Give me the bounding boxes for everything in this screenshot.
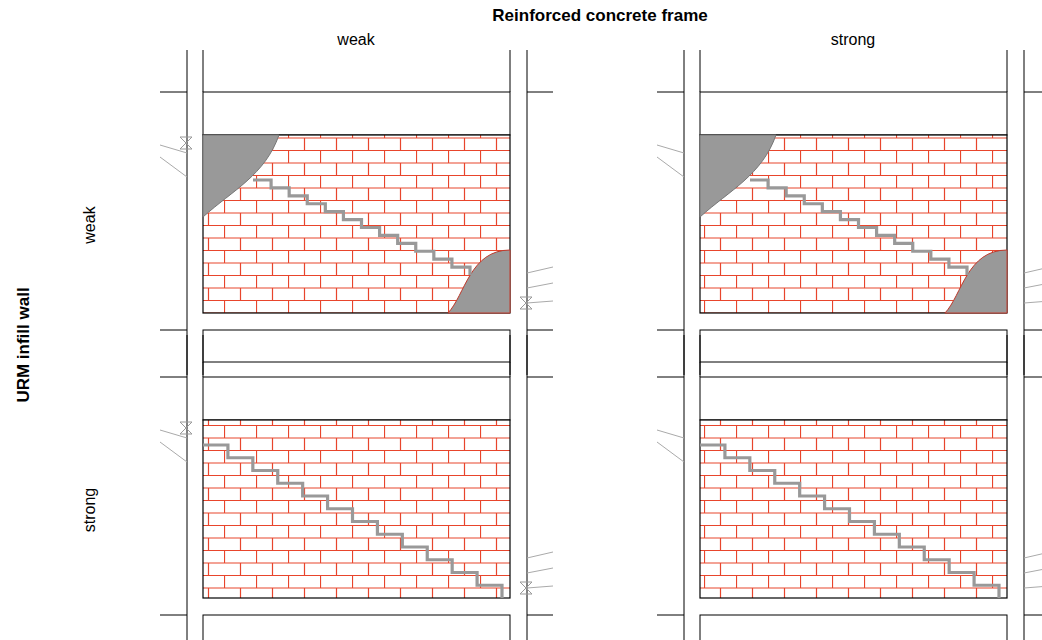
frame-line bbox=[1024, 586, 1042, 588]
frame-line bbox=[527, 552, 553, 558]
frame-line bbox=[510, 335, 511, 377]
shear-crack bbox=[750, 180, 967, 275]
beam bbox=[700, 615, 1007, 640]
beam bbox=[203, 615, 510, 640]
frame-line bbox=[527, 586, 553, 588]
row-heading: URM infill wall bbox=[14, 287, 34, 402]
frame-line bbox=[1007, 50, 1008, 92]
frame-line bbox=[1024, 92, 1042, 93]
frame-line bbox=[657, 157, 684, 177]
column-heading: Reinforced concrete frame bbox=[492, 6, 707, 26]
frame-line bbox=[657, 92, 684, 93]
crushed-corner bbox=[203, 135, 279, 217]
frame-line bbox=[1024, 50, 1025, 375]
infilled-frame bbox=[160, 50, 553, 375]
plastic-hinge bbox=[520, 582, 532, 594]
frame-line bbox=[657, 377, 684, 378]
frame-line bbox=[700, 50, 701, 92]
frame-line bbox=[527, 50, 528, 375]
frame-line bbox=[684, 50, 685, 375]
urm-infill-wall bbox=[700, 135, 1007, 313]
frame-line bbox=[187, 335, 188, 640]
column-label: strong bbox=[831, 30, 875, 49]
frame-line bbox=[657, 430, 684, 438]
frame-line bbox=[203, 50, 204, 92]
urm-infill-wall bbox=[203, 135, 510, 313]
plastic-hinge bbox=[180, 137, 192, 149]
beam bbox=[700, 377, 1007, 420]
urm-infill-wall bbox=[700, 420, 1007, 598]
frame-line bbox=[527, 92, 553, 93]
frame-line bbox=[1024, 568, 1042, 573]
frame-line bbox=[160, 157, 187, 177]
infilled-frame bbox=[657, 335, 1042, 640]
frame-line bbox=[527, 267, 553, 273]
shear-crack bbox=[253, 180, 470, 275]
frame-line bbox=[657, 615, 684, 616]
plastic-hinge bbox=[180, 422, 192, 434]
beam bbox=[203, 92, 510, 135]
frame-line bbox=[657, 145, 684, 153]
frames bbox=[160, 50, 1042, 640]
shear-crack bbox=[203, 445, 502, 598]
frame-line bbox=[527, 301, 553, 303]
frame-line bbox=[1024, 330, 1042, 331]
frame-line bbox=[510, 50, 511, 92]
frame-line bbox=[1024, 283, 1042, 288]
urm-infill-wall bbox=[203, 420, 510, 598]
crushed-corner bbox=[700, 135, 776, 217]
row-label: strong bbox=[80, 488, 99, 532]
infilled-frame bbox=[160, 335, 553, 640]
frame-line bbox=[160, 615, 187, 616]
beam bbox=[203, 330, 510, 362]
frame-line bbox=[160, 92, 187, 93]
frame-line bbox=[1024, 377, 1042, 378]
frame-line bbox=[1024, 615, 1042, 616]
frame-line bbox=[187, 50, 188, 375]
frame-line bbox=[1024, 552, 1042, 558]
frame-line bbox=[527, 283, 553, 288]
frame-line bbox=[160, 330, 187, 331]
crushed-corner bbox=[945, 250, 1007, 313]
beam bbox=[203, 377, 510, 420]
frame-line bbox=[700, 335, 701, 377]
beam bbox=[700, 330, 1007, 362]
frame-line bbox=[203, 335, 204, 377]
frame-line bbox=[684, 335, 685, 640]
frame-line bbox=[657, 442, 684, 462]
frame-line bbox=[160, 377, 187, 378]
column-label: weak bbox=[337, 30, 374, 49]
beam bbox=[700, 92, 1007, 135]
frame-line bbox=[527, 330, 553, 331]
frame-line bbox=[1024, 335, 1025, 640]
shear-crack bbox=[700, 445, 999, 598]
infilled-frame bbox=[657, 50, 1042, 375]
frame-line bbox=[657, 330, 684, 331]
frame-line bbox=[1007, 335, 1008, 377]
frame-line bbox=[1024, 267, 1042, 273]
frame-line bbox=[527, 568, 553, 573]
plastic-hinge bbox=[520, 297, 532, 309]
crushed-corner bbox=[448, 250, 510, 313]
row-label: weak bbox=[80, 206, 99, 243]
frame-line bbox=[527, 615, 553, 616]
frame-line bbox=[160, 442, 187, 462]
frame-line bbox=[527, 377, 553, 378]
frame-line bbox=[1024, 301, 1042, 303]
